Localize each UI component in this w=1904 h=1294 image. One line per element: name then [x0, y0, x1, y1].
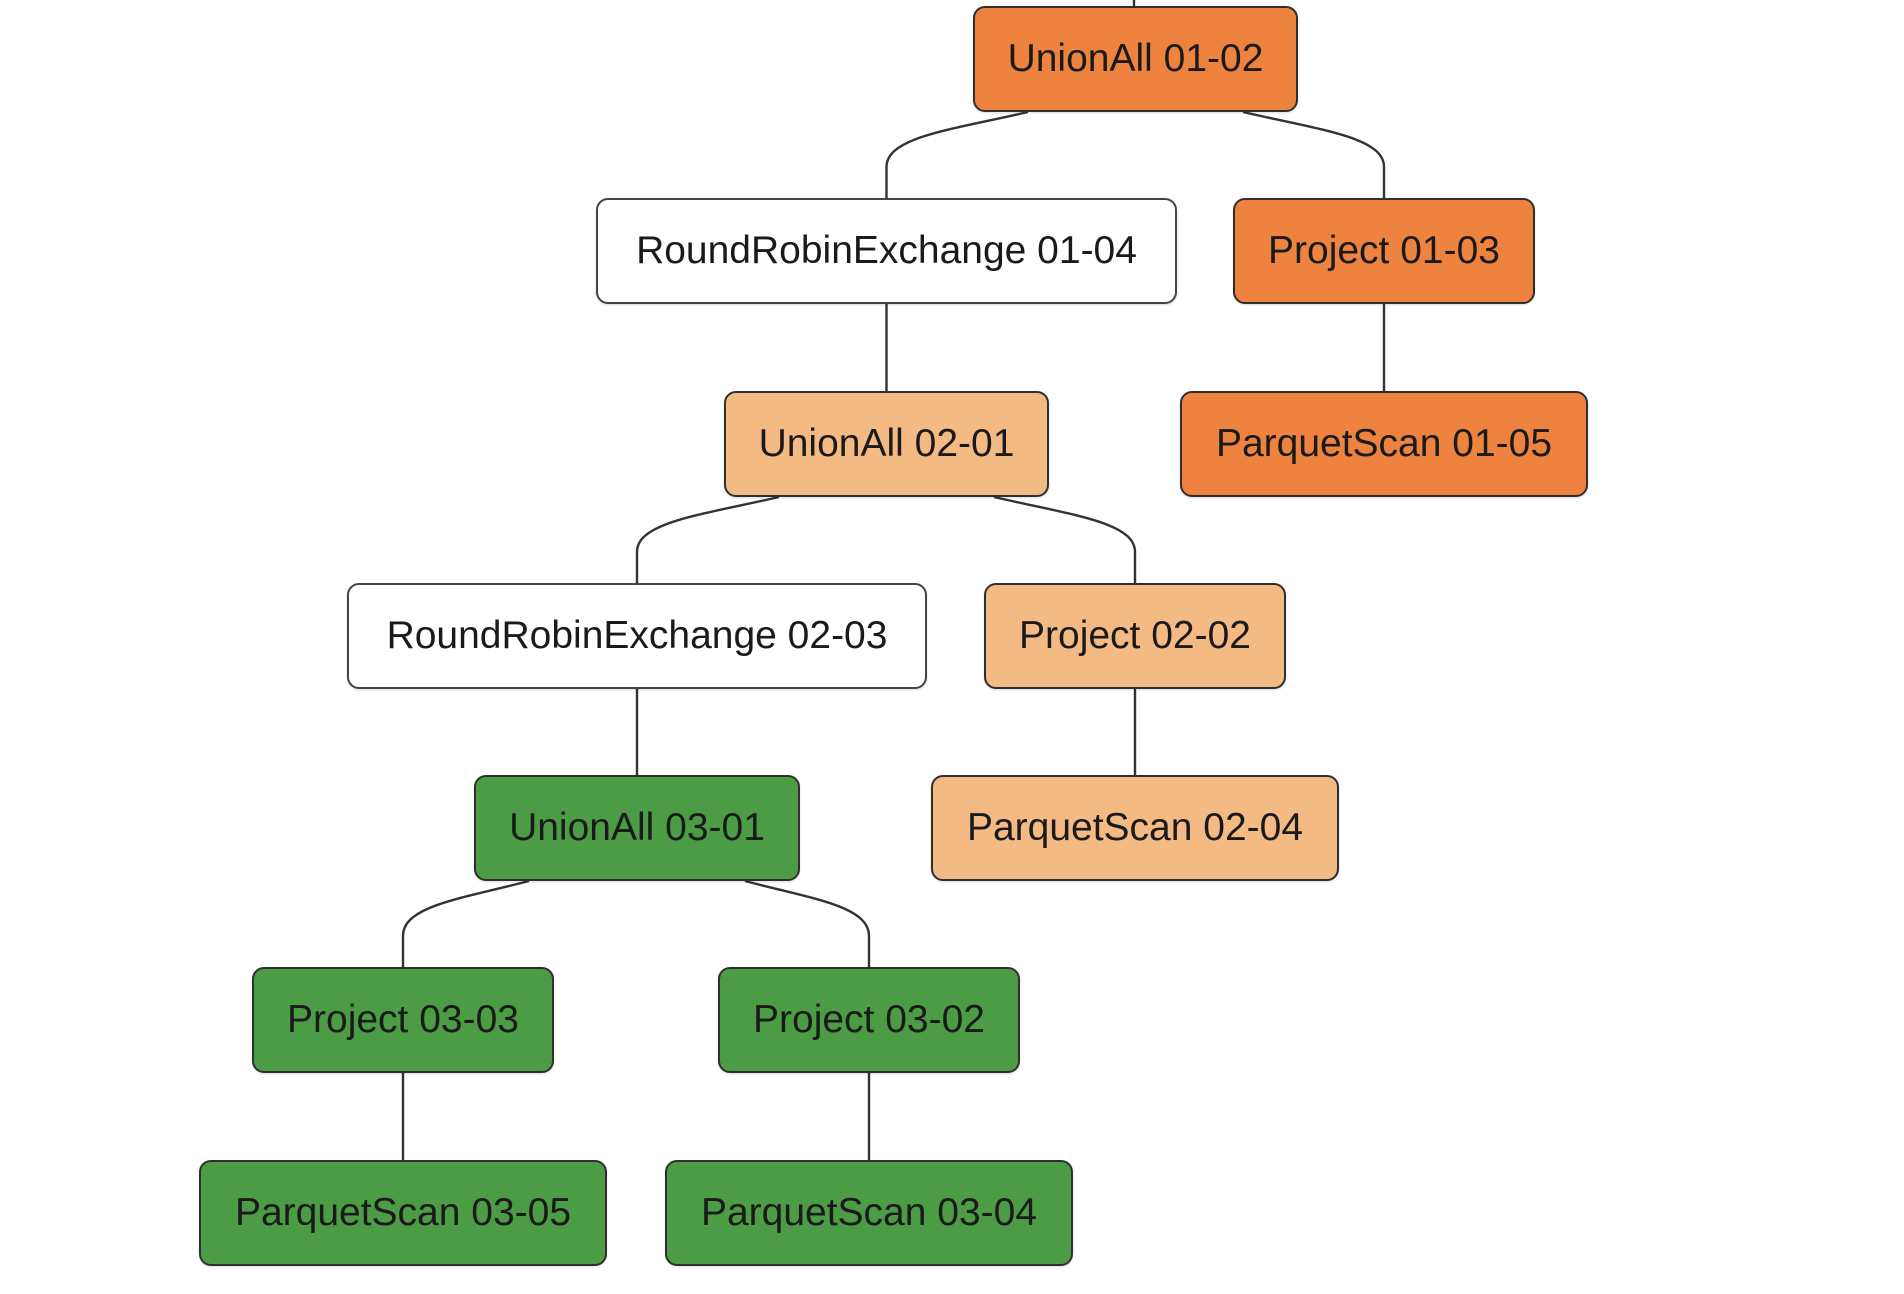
node-roundrobinexchange-01-04[interactable]: RoundRobinExchange 01-04 — [596, 198, 1177, 304]
node-project-03-02[interactable]: Project 03-02 — [718, 967, 1020, 1073]
edge-n0301-n0303 — [401, 879, 530, 967]
edge-n0301-n0302 — [744, 879, 871, 967]
node-parquetscan-01-05[interactable]: ParquetScan 01-05 — [1180, 391, 1588, 497]
node-roundrobinexchange-02-03[interactable]: RoundRobinExchange 02-03 — [347, 583, 927, 689]
node-project-03-03[interactable]: Project 03-03 — [252, 967, 554, 1073]
edge-n0101-n0104 — [885, 110, 1029, 198]
node-parquetscan-03-04[interactable]: ParquetScan 03-04 — [665, 1160, 1073, 1266]
node-unionall-03-01[interactable]: UnionAll 03-01 — [474, 775, 800, 881]
node-unionall-02-01[interactable]: UnionAll 02-01 — [724, 391, 1049, 497]
node-parquetscan-03-05[interactable]: ParquetScan 03-05 — [199, 1160, 607, 1266]
edge-n0201-n0203 — [635, 495, 780, 583]
edge-n0201-n0202 — [993, 495, 1137, 583]
node-unionall-01-02[interactable]: UnionAll 01-02 — [973, 6, 1298, 112]
node-parquetscan-02-04[interactable]: ParquetScan 02-04 — [931, 775, 1339, 881]
edge-n0101-n0103 — [1242, 110, 1386, 198]
node-project-02-02[interactable]: Project 02-02 — [984, 583, 1286, 689]
node-project-01-03[interactable]: Project 01-03 — [1233, 198, 1535, 304]
